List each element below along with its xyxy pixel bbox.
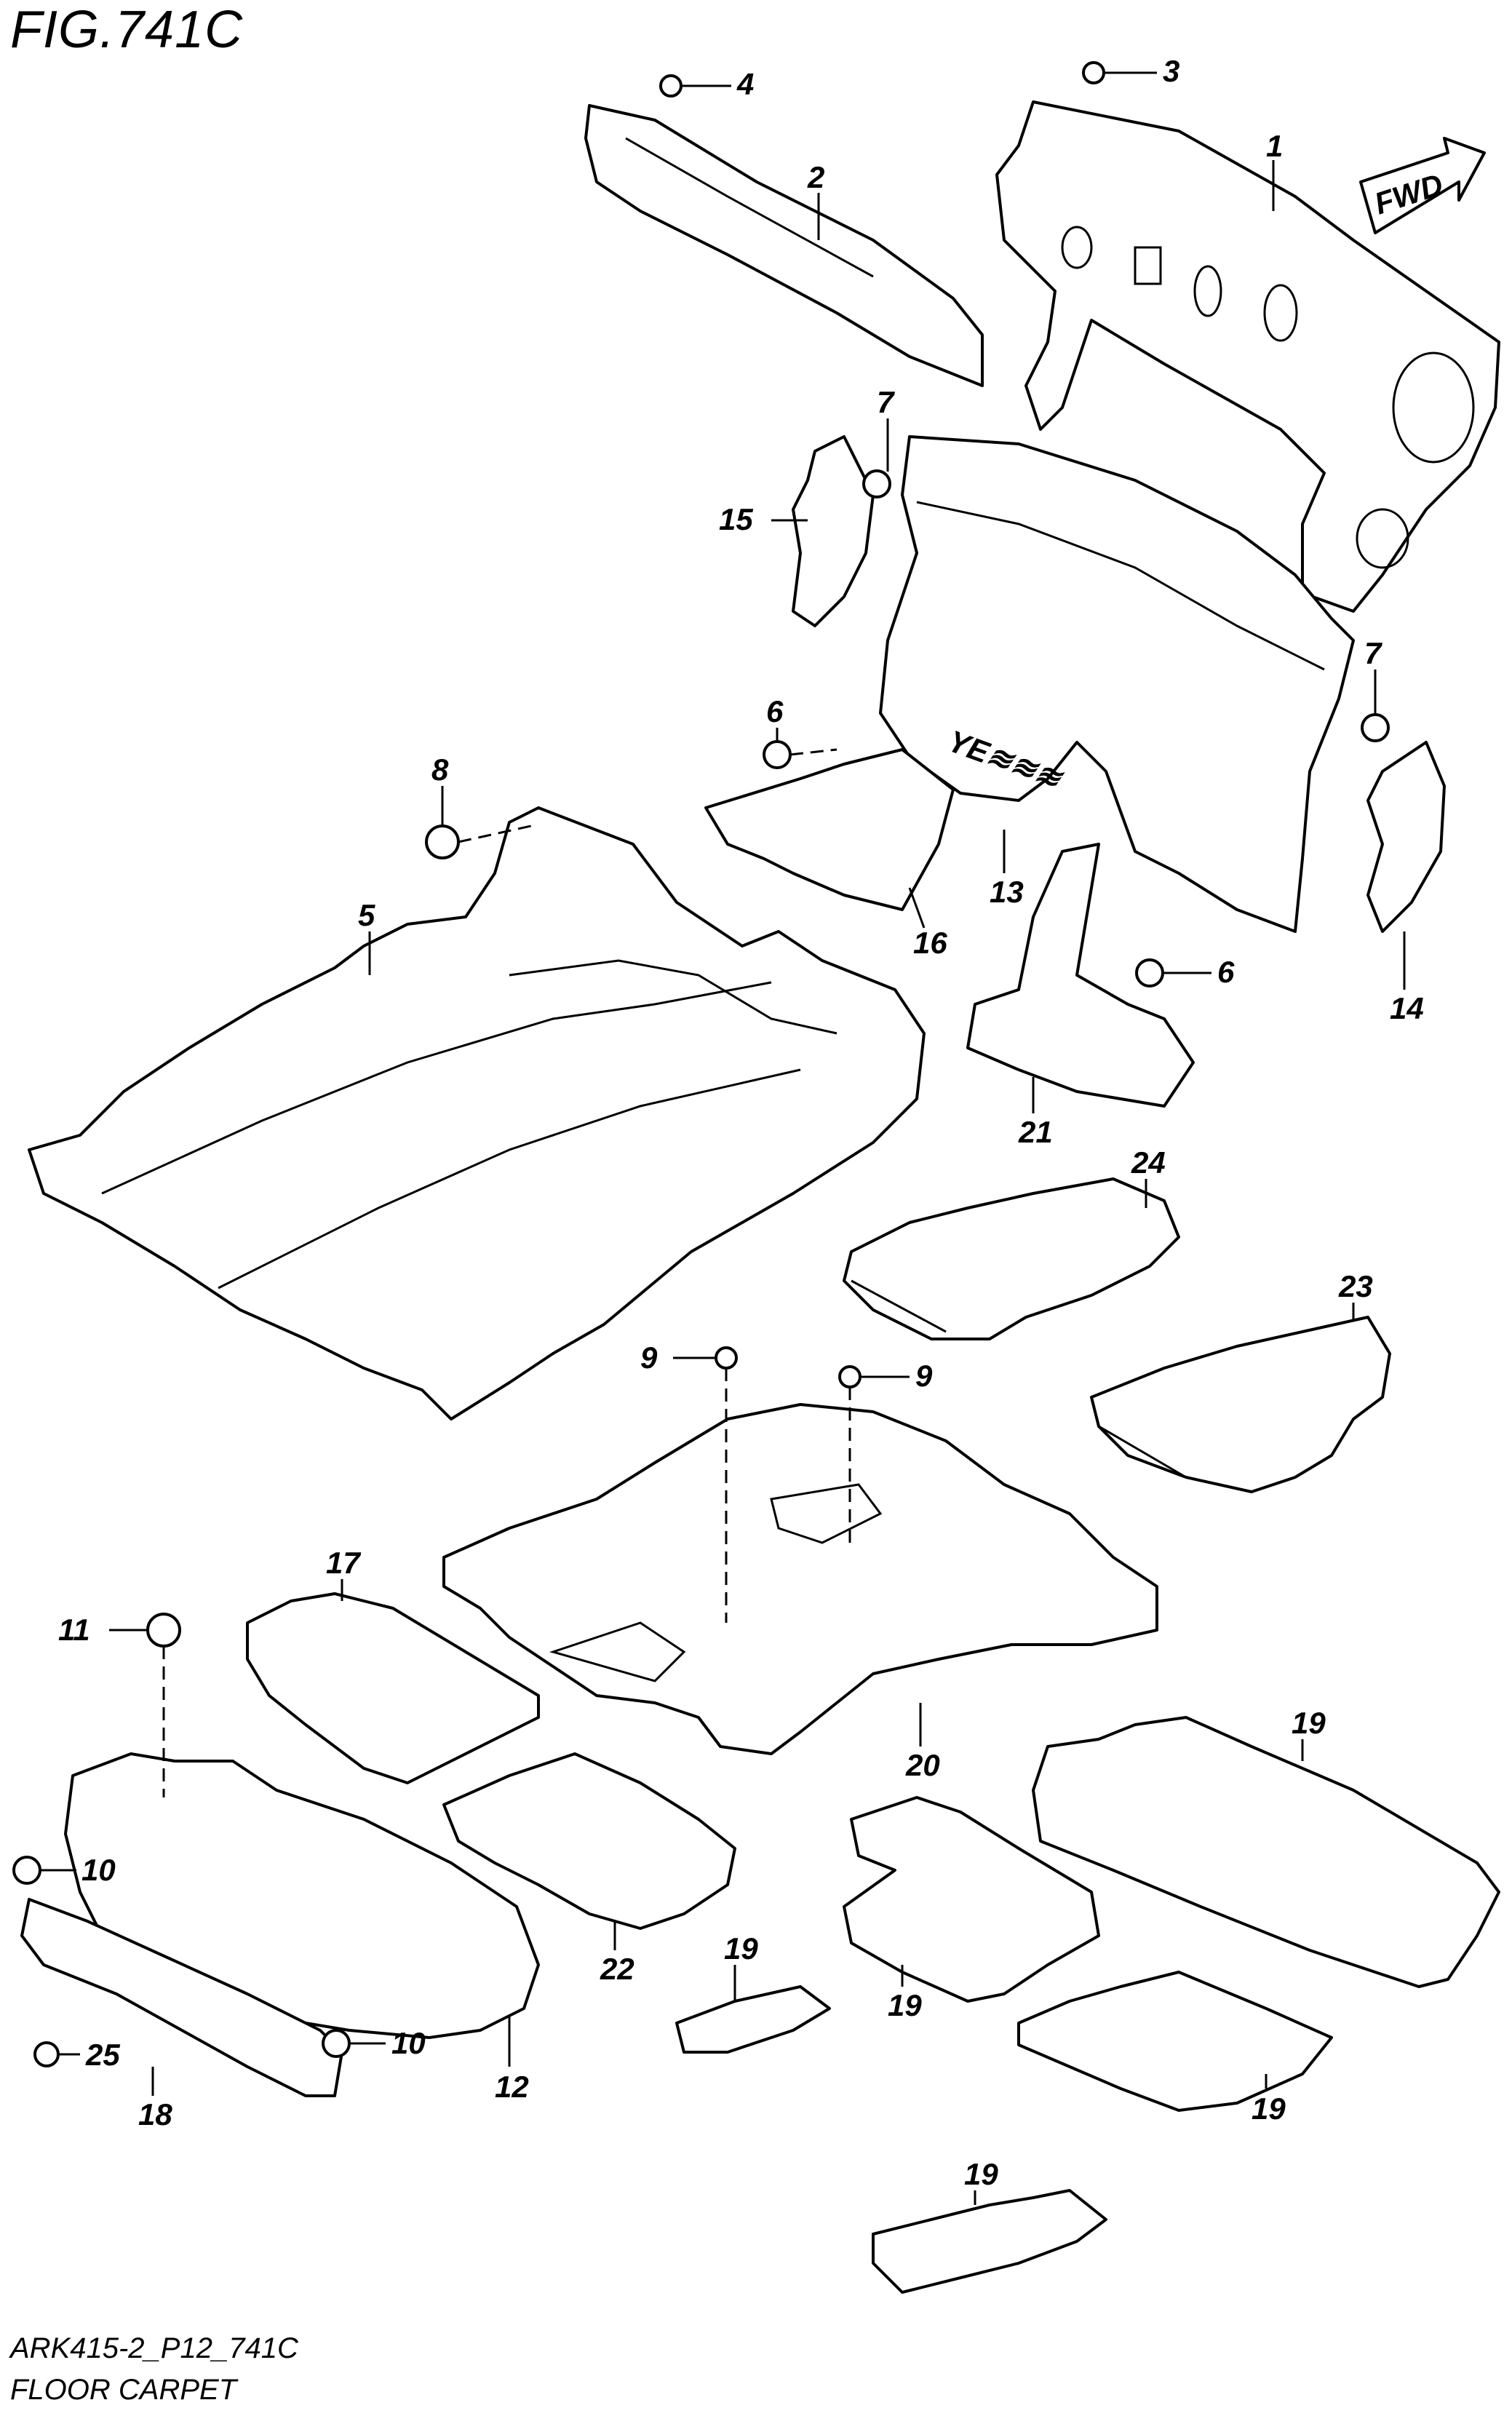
part-20-rear-floor-carpet [442, 1403, 1158, 1755]
callout-19b: 19 [888, 1988, 922, 2022]
callout-2: 2 [807, 160, 824, 194]
callout-7b: 7 [1364, 636, 1382, 670]
part-15-side-insulator [792, 435, 875, 627]
fwd-arrow-icon: FWD [1359, 137, 1486, 234]
figure-title: FIG.741C [10, 1, 244, 59]
clip-7b-icon [1361, 713, 1390, 742]
callout-16: 16 [913, 926, 947, 960]
part-18-rear-trim [20, 1898, 343, 2097]
callout-18: 18 [138, 2097, 172, 2131]
callout-24: 24 [1131, 1145, 1166, 1180]
callout-10b: 10 [391, 2026, 426, 2060]
callout-3: 3 [1163, 54, 1179, 88]
callout-15: 15 [719, 502, 753, 536]
clip-6a-icon [763, 740, 792, 769]
clip-10a-icon [12, 1856, 41, 1885]
clip-3-icon [1082, 61, 1105, 84]
callout-7a: 7 [877, 385, 895, 419]
clip-8-icon [425, 824, 460, 859]
callout-4: 4 [736, 67, 754, 101]
part-2-insulator [584, 104, 984, 387]
bolt-25-icon [33, 2041, 60, 2067]
callout-23: 23 [1338, 1269, 1373, 1303]
clip-10b-icon [322, 2029, 351, 2058]
callout-9a: 9 [640, 1340, 658, 1375]
figure-code: ARK415-2_P12_741C [10, 2332, 298, 2364]
callout-14: 14 [1390, 991, 1424, 1025]
callout-19c: 19 [724, 1931, 758, 1966]
part-24-box [843, 1177, 1180, 1340]
callout-5: 5 [358, 898, 375, 932]
callout-9b: 9 [915, 1359, 933, 1393]
clip-6b-icon [1135, 958, 1164, 988]
callout-12: 12 [495, 2070, 529, 2104]
callout-8: 8 [431, 752, 449, 787]
clip-4-icon [659, 74, 683, 98]
callout-21: 21 [1018, 1115, 1053, 1149]
callout-17: 17 [326, 1546, 361, 1580]
clip-11-icon [146, 1613, 181, 1648]
callout-13: 13 [990, 875, 1024, 909]
callout-19e: 19 [964, 2157, 998, 2191]
part-19-mat-d [675, 1985, 831, 2054]
callout-20: 20 [905, 1748, 940, 1782]
screw-9b-icon [838, 1365, 862, 1388]
part-22-pad [442, 1752, 736, 1930]
callout-19a: 19 [1292, 1706, 1326, 1740]
screw-9a-icon [715, 1346, 738, 1370]
part-13-dash-panel-silencer: YE≋≋≋ [879, 435, 1355, 933]
callout-6b: 6 [1217, 955, 1235, 989]
part-16-pad [704, 748, 955, 911]
callout-25: 25 [85, 2038, 120, 2072]
part-5-front-floor-carpet [28, 806, 926, 1420]
part-21-pad [966, 843, 1195, 1108]
callout-19d: 19 [1252, 2091, 1286, 2126]
callout-10a: 10 [81, 1853, 116, 1887]
callout-11: 11 [58, 1613, 90, 1647]
figure-name: FLOOR CARPET [10, 2374, 237, 2406]
part-1-dash-silencer [995, 100, 1500, 613]
part-19-mat-a [1032, 1716, 1500, 1988]
part-17-pad [246, 1592, 540, 1784]
part-19-mat-e [872, 2189, 1107, 2294]
part-14-side-insulator [1366, 741, 1446, 933]
part-19-mat-b [843, 1796, 1100, 2003]
callout-1: 1 [1266, 129, 1283, 163]
part-23-box [1090, 1316, 1391, 1493]
clip-7a-icon [862, 469, 891, 498]
callout-22: 22 [600, 1952, 634, 1986]
callout-6a: 6 [766, 694, 784, 728]
part-19-mat-c [1017, 1971, 1333, 2112]
